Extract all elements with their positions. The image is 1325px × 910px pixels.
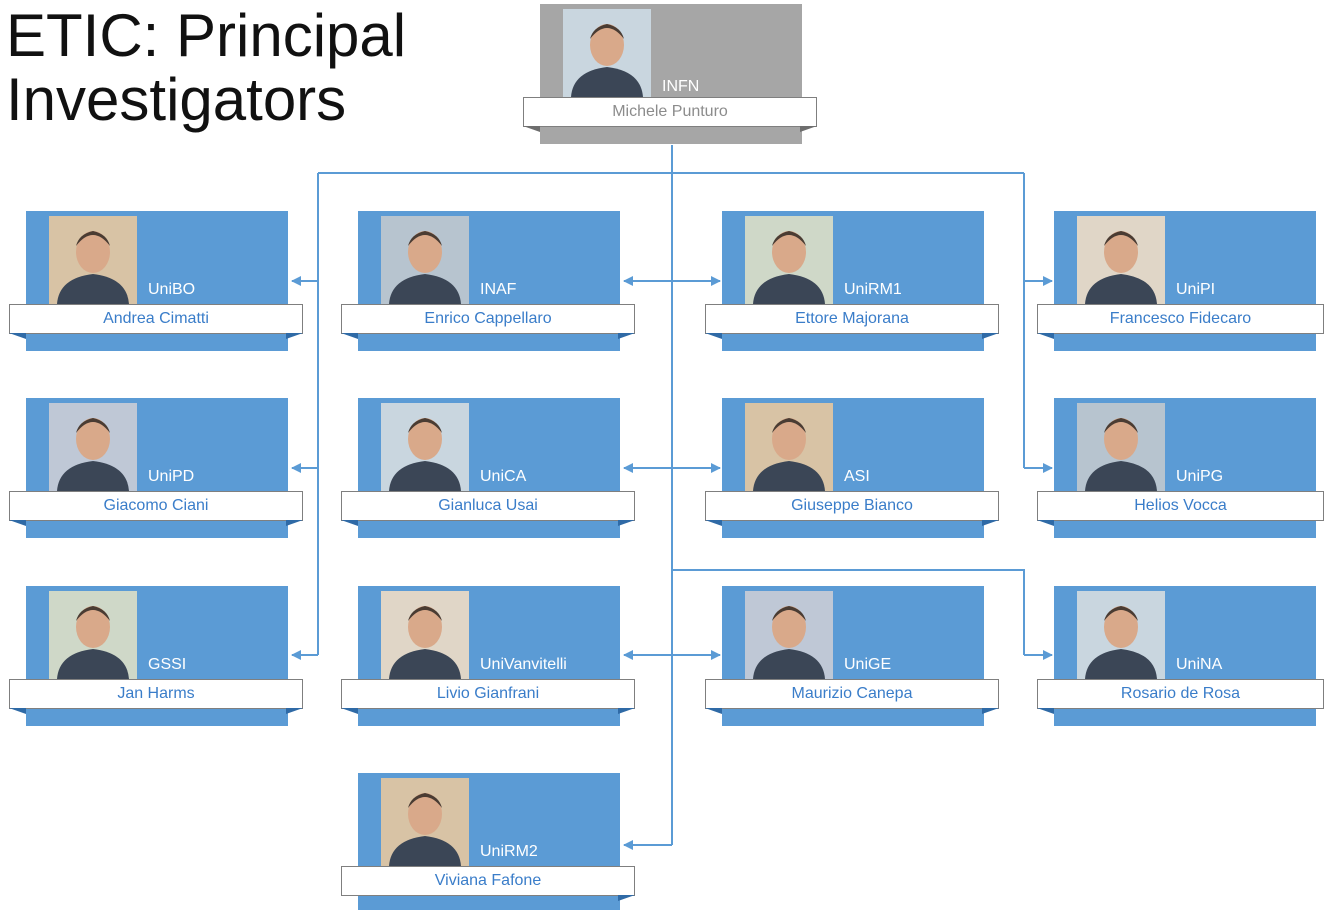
member-card: GSSI Jan Harms	[9, 586, 303, 726]
card-fold-left	[1037, 520, 1054, 526]
member-name: Francesco Fidecaro	[1037, 304, 1324, 334]
portrait-photo	[381, 591, 469, 679]
portrait-photo	[1077, 591, 1165, 679]
member-card: UniPI Francesco Fidecaro	[1037, 211, 1324, 351]
member-institution: UniPG	[1176, 468, 1224, 485]
card-fold-right	[618, 708, 635, 714]
member-institution: INAF	[480, 281, 517, 298]
member-institution: ASI	[844, 468, 870, 485]
portrait-photo	[1077, 403, 1165, 491]
member-name: Helios Vocca	[1037, 491, 1324, 521]
member-name: Giacomo Ciani	[9, 491, 303, 521]
portrait-photo	[381, 216, 469, 304]
member-card: UniBO Andrea Cimatti	[9, 211, 303, 351]
card-fold-right	[286, 333, 303, 339]
member-card: UniPD Giacomo Ciani	[9, 398, 303, 538]
card-fold-left	[9, 708, 26, 714]
portrait-photo	[563, 9, 651, 97]
root-institution: INFN	[662, 78, 700, 95]
member-card: UniVanvitelli Livio Gianfrani	[341, 586, 635, 726]
member-card: UniGE Maurizio Canepa	[705, 586, 999, 726]
card-fold-right	[618, 520, 635, 526]
card-fold-right	[286, 520, 303, 526]
card-fold-left	[1037, 333, 1054, 339]
member-card: ASI Giuseppe Bianco	[705, 398, 999, 538]
lower-bus-line	[672, 569, 1025, 655]
card-fold-right	[618, 895, 635, 901]
member-institution: UniRM1	[844, 281, 902, 298]
card-fold-left	[523, 126, 540, 132]
portrait-photo	[381, 403, 469, 491]
member-institution: GSSI	[148, 656, 187, 673]
card-fold-left	[9, 520, 26, 526]
member-institution: UniPI	[1176, 281, 1216, 298]
card-fold-left	[1037, 708, 1054, 714]
card-fold-left	[341, 333, 358, 339]
portrait-photo	[49, 403, 137, 491]
card-fold-left	[9, 333, 26, 339]
member-card: INAF Enrico Cappellaro	[341, 211, 635, 351]
card-fold-right	[286, 708, 303, 714]
member-institution: UniNA	[1176, 656, 1223, 673]
card-fold-left	[705, 333, 722, 339]
portrait-photo	[745, 216, 833, 304]
portrait-photo	[1077, 216, 1165, 304]
member-card: UniRM2 Viviana Fafone	[341, 773, 635, 910]
member-name: Viviana Fafone	[341, 866, 635, 896]
card-fold-right	[982, 333, 999, 339]
root-card: INFN Michele Punturo	[523, 4, 817, 144]
card-fold-left	[705, 520, 722, 526]
card-fold-right	[800, 126, 817, 132]
member-card: UniPG Helios Vocca	[1037, 398, 1324, 538]
card-fold-right	[618, 333, 635, 339]
member-card: UniRM1 Ettore Majorana	[705, 211, 999, 351]
member-institution: UniPD	[148, 468, 195, 485]
member-institution: UniVanvitelli	[480, 656, 567, 673]
member-name: Ettore Majorana	[705, 304, 999, 334]
portrait-photo	[745, 403, 833, 491]
member-name: Giuseppe Bianco	[705, 491, 999, 521]
root-name: Michele Punturo	[523, 97, 817, 127]
card-fold-left	[705, 708, 722, 714]
member-name: Livio Gianfrani	[341, 679, 635, 709]
member-name: Gianluca Usai	[341, 491, 635, 521]
member-name: Enrico Cappellaro	[341, 304, 635, 334]
member-name: Rosario de Rosa	[1037, 679, 1324, 709]
card-fold-left	[341, 520, 358, 526]
member-name: Maurizio Canepa	[705, 679, 999, 709]
member-card: UniNA Rosario de Rosa	[1037, 586, 1324, 726]
member-institution: UniCA	[480, 468, 527, 485]
member-institution: UniRM2	[480, 843, 538, 860]
member-institution: UniBO	[148, 281, 196, 298]
card-fold-right	[982, 708, 999, 714]
card-fold-left	[341, 708, 358, 714]
portrait-photo	[381, 778, 469, 866]
portrait-photo	[49, 591, 137, 679]
card-fold-right	[982, 520, 999, 526]
member-institution: UniGE	[844, 656, 892, 673]
member-name: Andrea Cimatti	[9, 304, 303, 334]
member-name: Jan Harms	[9, 679, 303, 709]
member-card: UniCA Gianluca Usai	[341, 398, 635, 538]
page-title: ETIC: Principal Investigators	[6, 2, 407, 133]
portrait-photo	[49, 216, 137, 304]
portrait-photo	[745, 591, 833, 679]
